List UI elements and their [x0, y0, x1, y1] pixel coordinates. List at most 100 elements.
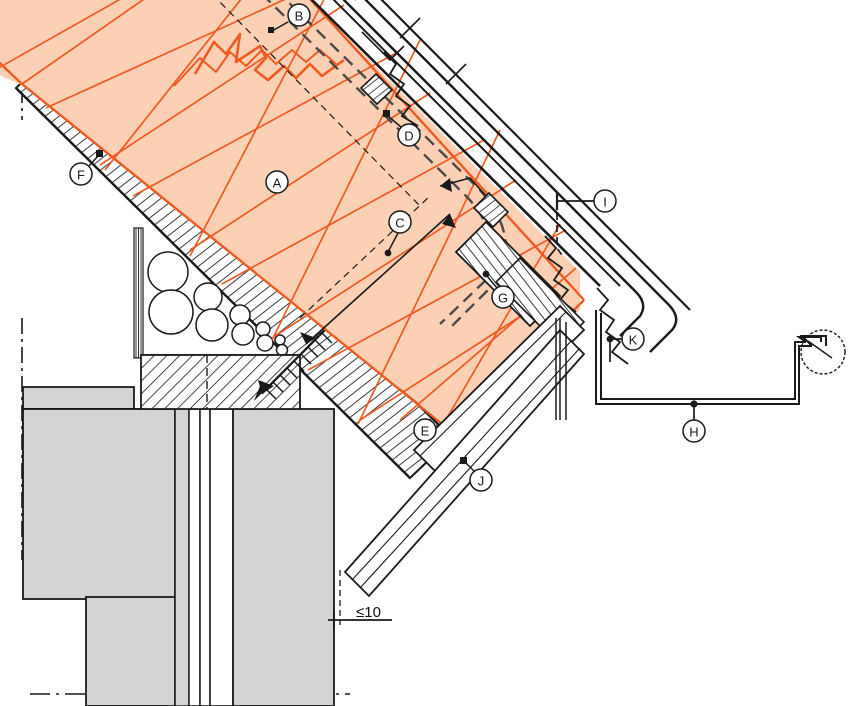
callout-label-A: A: [273, 176, 282, 191]
callout-I[interactable]: I: [555, 189, 617, 259]
fascia-top-inner-line: [419, 311, 567, 457]
callout-label-K: K: [629, 333, 638, 348]
batten-section-mid: [472, 191, 510, 229]
insulation-panel-fill: [0, 0, 580, 430]
callout-leader-B: [271, 21, 289, 32]
callout-label-B: B: [295, 9, 304, 24]
callout-G[interactable]: G: [482, 270, 515, 309]
detail-break-circle: [800, 329, 846, 375]
callout-J[interactable]: J: [460, 457, 493, 492]
insul-bulb-3b: [231, 322, 255, 346]
tile-course-line: [380, 0, 691, 311]
dimension-group: ≤10: [328, 570, 392, 628]
callout-circle-K[interactable]: [621, 327, 645, 351]
callout-B[interactable]: B: [268, 3, 311, 33]
callout-C[interactable]: C: [384, 210, 412, 257]
callout-circle-A[interactable]: [265, 170, 289, 194]
callout-leader-G: [486, 275, 498, 289]
callout-A[interactable]: A: [265, 170, 289, 194]
callout-label-G: G: [498, 291, 508, 306]
callout-dot-D: [383, 110, 390, 117]
callout-circle-H[interactable]: [682, 419, 706, 443]
mineral-wool-insulation: [147, 251, 289, 357]
callout-circle-D[interactable]: [397, 123, 421, 147]
drip-edge-group: [555, 318, 567, 420]
callout-circle-B[interactable]: [287, 3, 311, 27]
gutter-profile-group: [595, 310, 846, 405]
wall-outer-leaf-lower: [85, 596, 176, 706]
masonry-wall-group: [22, 386, 335, 706]
insul-bulb-4b: [256, 334, 274, 352]
sarking-line: [310, 0, 601, 287]
vapour-barrier-fold-2: [173, 49, 337, 87]
callout-label-F: F: [77, 168, 85, 183]
insul-bulb-2b: [195, 308, 229, 342]
insul-bulb-5b: [275, 343, 289, 357]
callout-label-H: H: [689, 425, 698, 440]
wall-inner-leaf: [232, 408, 335, 706]
callout-leader-C: [387, 232, 399, 253]
callout-circle-J[interactable]: [469, 468, 493, 492]
wall-cavity-batt: [174, 408, 190, 706]
callout-dot-F: [96, 150, 103, 157]
insul-bulb-4a: [255, 321, 271, 337]
callout-label-I: I: [603, 195, 607, 210]
callout-E[interactable]: E: [413, 418, 437, 442]
callout-dot-C: [384, 249, 392, 257]
callout-F[interactable]: F: [69, 150, 103, 186]
wall-cavity-void: [188, 408, 201, 706]
roof-covering-group: [310, 0, 691, 365]
callout-circle-E[interactable]: [413, 418, 437, 442]
insul-bulb-3a: [229, 304, 251, 326]
callout-leader-D: [387, 115, 402, 128]
detail-break-tick: [807, 340, 833, 359]
callout-D[interactable]: D: [383, 110, 421, 147]
callout-dot-G: [482, 270, 490, 278]
insulation-panel-outline-upper: [309, 0, 585, 301]
callout-circle-G[interactable]: [491, 285, 515, 309]
wall-plate-block: [140, 354, 301, 410]
wall-outer-leaf: [22, 408, 176, 600]
tile-batten-outer: [364, 0, 678, 353]
eaves-ventilation-comb: [383, 51, 419, 127]
counter-batten-underline: [332, 0, 621, 287]
callout-extension-I: [556, 201, 565, 259]
wall-cavity-void-inner: [199, 408, 211, 706]
tile-nib: [361, 31, 405, 62]
callout-leader-F: [88, 155, 99, 167]
eaves-ventilation-comb-3: [596, 287, 629, 365]
callout-circle-C[interactable]: [388, 210, 412, 234]
gutter-outer-line: [595, 310, 812, 405]
callout-dot-H: [690, 400, 698, 408]
callout-label-E: E: [421, 424, 430, 439]
batten-section-upper: [359, 72, 394, 106]
wall-plate-course: [22, 386, 135, 410]
callout-H[interactable]: H: [682, 400, 706, 443]
callout-K[interactable]: K: [606, 327, 645, 362]
callout-dot-J: [460, 457, 467, 464]
wall-cavity: [209, 408, 234, 706]
callout-label-D: D: [404, 129, 413, 144]
inner-lining-lines: [135, 228, 142, 358]
fascia-board-top: [412, 304, 586, 476]
callout-circle-F[interactable]: [69, 162, 93, 186]
callout-group: A B C D E F: [69, 3, 706, 492]
callout-dot-B: [268, 27, 274, 33]
insulated-roof-panel-group: [0, 0, 585, 434]
callout-label-J: J: [478, 474, 485, 489]
dimension-label: ≤10: [356, 604, 381, 621]
gutter-upstand-inner: [795, 336, 822, 343]
callout-label-C: C: [395, 216, 404, 231]
insul-bulb-1b: [148, 289, 194, 335]
vapour-barrier-fold: [193, 32, 345, 82]
insul-bulb-1a: [147, 251, 189, 293]
airflow-arrows: [258, 177, 487, 395]
insulation-panel-outline-left: [0, 61, 23, 85]
counter-batten-profile: [342, 0, 645, 337]
gutter-inner-line: [600, 313, 806, 400]
callout-circle-I[interactable]: [593, 189, 617, 213]
deck-underside-line: [15, 87, 411, 479]
insul-bulb-5a: [274, 334, 286, 346]
